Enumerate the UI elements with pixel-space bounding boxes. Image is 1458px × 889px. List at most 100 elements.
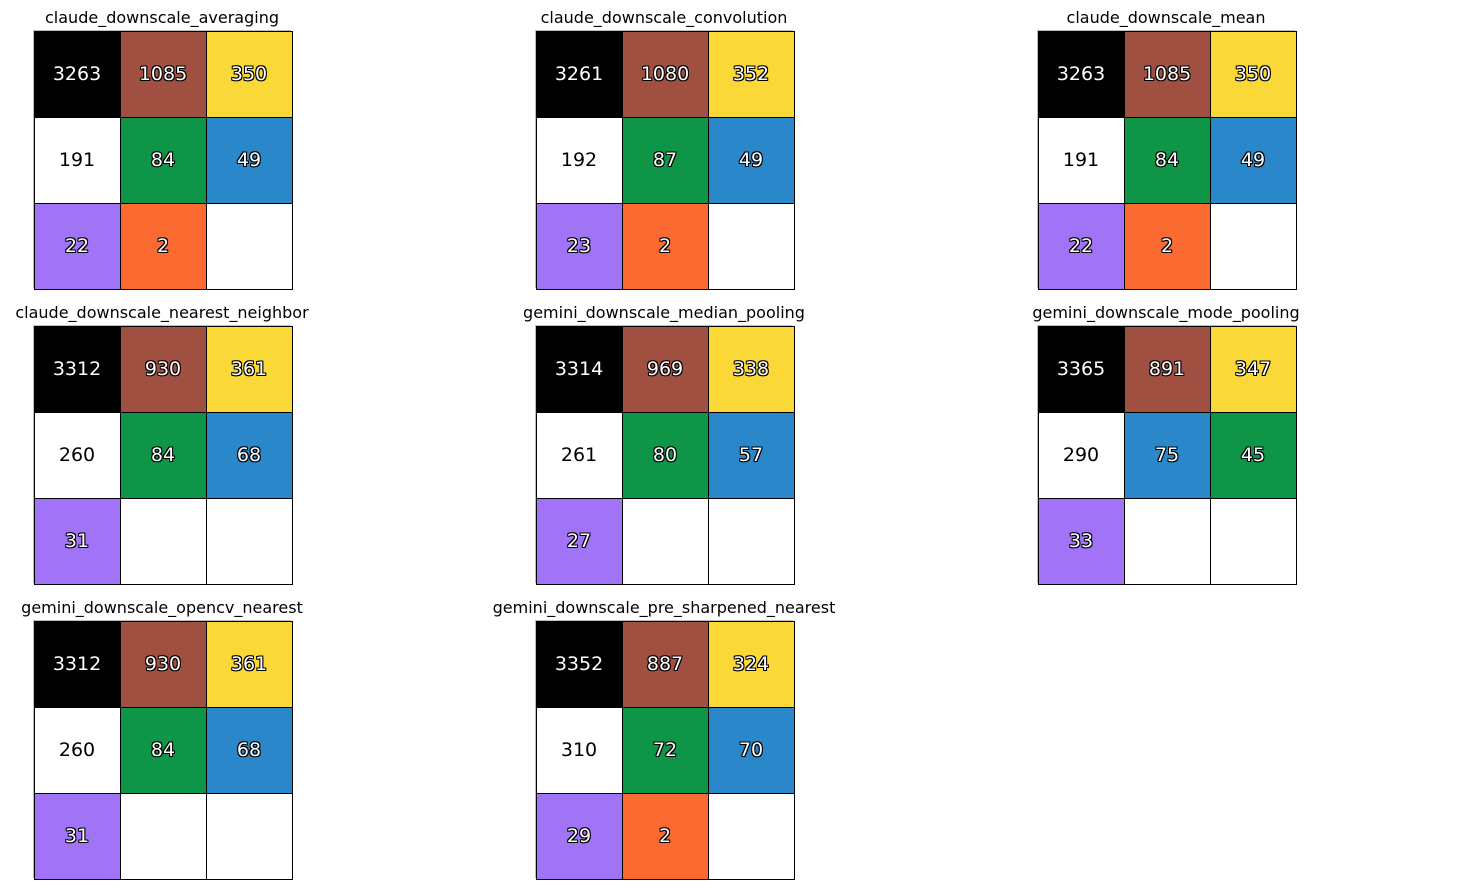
cell-brown: 930 (119, 325, 207, 413)
panel-title: gemini_downscale_pre_sharpened_nearest (492, 598, 836, 617)
cell-count: 260 (58, 739, 96, 761)
cell-blue: 57 (707, 411, 795, 499)
cell-count: 68 (236, 444, 262, 466)
empty-cell (119, 792, 207, 880)
cell-blue: 75 (1123, 411, 1211, 499)
cell-white: 310 (535, 706, 623, 794)
cell-blue: 49 (1209, 116, 1297, 204)
cell-count: 84 (1154, 149, 1180, 171)
empty-cell (707, 497, 795, 585)
cell-count: 1085 (138, 63, 188, 85)
cell-white: 192 (535, 116, 623, 204)
cell-count: 930 (144, 358, 182, 380)
cell-count: 2 (658, 235, 672, 257)
cell-count: 80 (652, 444, 678, 466)
cell-count: 191 (58, 149, 96, 171)
cell-count: 70 (738, 739, 764, 761)
empty-cell (1123, 497, 1211, 585)
cell-yellow: 350 (205, 30, 293, 118)
cell-count: 310 (560, 739, 598, 761)
cell-blue: 49 (707, 116, 795, 204)
cell-brown: 887 (621, 620, 709, 708)
cell-count: 72 (652, 739, 678, 761)
panel-title: claude_downscale_mean (1066, 8, 1266, 27)
panel-title: gemini_downscale_opencv_nearest (21, 598, 303, 617)
cell-black: 3263 (1037, 30, 1125, 118)
cell-white: 290 (1037, 411, 1125, 499)
cell-black: 3314 (535, 325, 623, 413)
cell-blue: 68 (205, 706, 293, 794)
cell-purple: 27 (535, 497, 623, 585)
empty-cell (205, 497, 293, 585)
cell-count: 45 (1240, 444, 1266, 466)
cell-brown: 1080 (621, 30, 709, 118)
cell-purple: 31 (33, 792, 121, 880)
cell-orange: 2 (119, 202, 207, 290)
cell-count: 22 (64, 235, 90, 257)
cell-green: 72 (621, 706, 709, 794)
cell-blue: 70 (707, 706, 795, 794)
cell-brown: 891 (1123, 325, 1211, 413)
cell-purple: 22 (1037, 202, 1125, 290)
cell-count: 969 (646, 358, 684, 380)
cell-white: 191 (33, 116, 121, 204)
color-grid: 3352 887 324 310 72 70 29 2 (535, 620, 795, 880)
cell-count: 3312 (52, 653, 102, 675)
cell-orange: 2 (1123, 202, 1211, 290)
cell-count: 68 (236, 739, 262, 761)
cell-brown: 969 (621, 325, 709, 413)
cell-count: 891 (1148, 358, 1186, 380)
cell-count: 350 (1234, 63, 1272, 85)
cell-purple: 33 (1037, 497, 1125, 585)
cell-brown: 930 (119, 620, 207, 708)
cell-count: 3261 (554, 63, 604, 85)
cell-count: 3263 (1056, 63, 1106, 85)
cell-yellow: 361 (205, 620, 293, 708)
cell-black: 3312 (33, 325, 121, 413)
empty-cell (1209, 497, 1297, 585)
cell-brown: 1085 (119, 30, 207, 118)
cell-black: 3352 (535, 620, 623, 708)
cell-count: 49 (1240, 149, 1266, 171)
cell-orange: 2 (621, 792, 709, 880)
cell-yellow: 352 (707, 30, 795, 118)
cell-count: 260 (58, 444, 96, 466)
cell-count: 350 (230, 63, 268, 85)
cell-count: 290 (1062, 444, 1100, 466)
cell-count: 261 (560, 444, 598, 466)
cell-yellow: 347 (1209, 325, 1297, 413)
panel-title: claude_downscale_averaging (45, 8, 279, 27)
cell-count: 1080 (640, 63, 690, 85)
cell-purple: 23 (535, 202, 623, 290)
cell-green: 84 (119, 706, 207, 794)
cell-count: 84 (150, 739, 176, 761)
cell-count: 75 (1154, 444, 1180, 466)
empty-cell (621, 497, 709, 585)
empty-cell (205, 202, 293, 290)
cell-count: 49 (738, 149, 764, 171)
cell-count: 22 (1068, 235, 1094, 257)
panel-title: gemini_downscale_mode_pooling (1032, 303, 1300, 322)
cell-blue: 68 (205, 411, 293, 499)
cell-green: 84 (119, 116, 207, 204)
cell-count: 887 (646, 653, 684, 675)
cell-white: 260 (33, 411, 121, 499)
panel-title: gemini_downscale_median_pooling (523, 303, 805, 322)
cell-green: 87 (621, 116, 709, 204)
cell-white: 261 (535, 411, 623, 499)
cell-count: 3312 (52, 358, 102, 380)
cell-yellow: 338 (707, 325, 795, 413)
empty-cell (707, 202, 795, 290)
cell-count: 1085 (1142, 63, 1192, 85)
cell-count: 29 (566, 825, 592, 847)
cell-yellow: 350 (1209, 30, 1297, 118)
cell-count: 338 (732, 358, 770, 380)
cell-purple: 22 (33, 202, 121, 290)
cell-count: 2 (658, 825, 672, 847)
cell-count: 324 (732, 653, 770, 675)
cell-count: 347 (1234, 358, 1272, 380)
